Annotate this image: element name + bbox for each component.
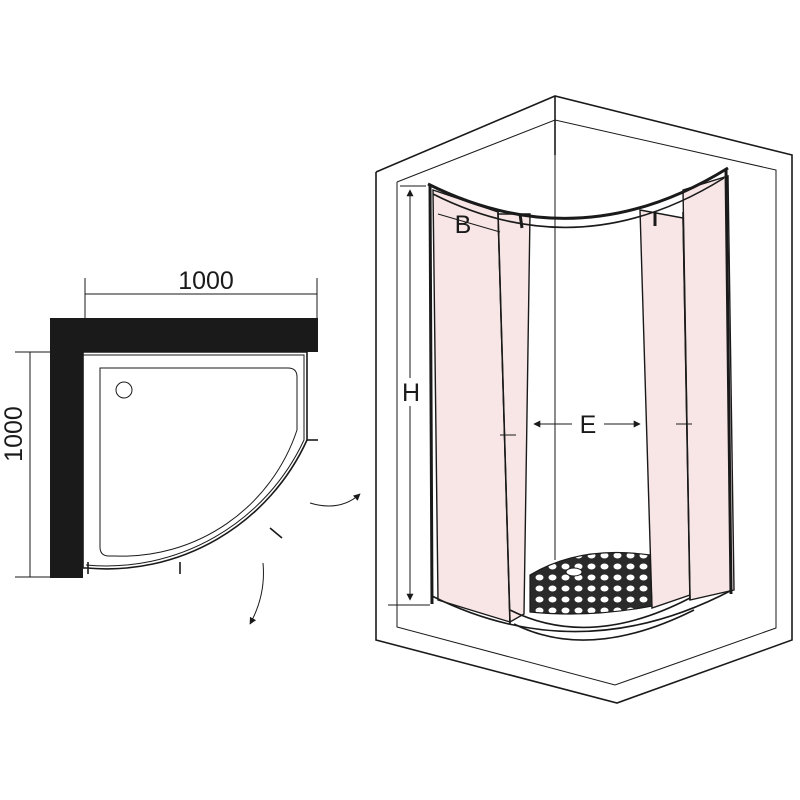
plan-drain-icon	[115, 381, 133, 399]
cabin-3d-view: B H E	[375, 95, 793, 704]
plan-width-dimension: 1000	[84, 267, 318, 318]
plan-walls	[50, 318, 318, 578]
plan-cabin-outline	[82, 351, 308, 570]
tray-drain-icon	[565, 567, 583, 577]
door-handles	[500, 212, 692, 436]
plan-width-label: 1000	[178, 267, 234, 295]
plan-door-markers	[87, 349, 318, 574]
plan-tray	[99, 367, 298, 557]
glass-door-right	[639, 209, 691, 609]
plan-depth-label: 1000	[0, 406, 28, 462]
cabin-box	[375, 95, 793, 704]
door-top-handle-left-icon	[518, 213, 524, 229]
dimension-e: E	[533, 411, 641, 439]
shower-tray	[509, 551, 695, 641]
dimension-h-label: H	[402, 379, 420, 407]
dimension-b: B	[437, 211, 501, 239]
dimension-b-label: B	[455, 211, 472, 239]
plan-swing-arrows	[249, 493, 361, 625]
dimension-e-label: E	[580, 411, 597, 439]
plan-depth-dimension: 1000	[0, 351, 50, 578]
glass-panels	[432, 175, 735, 624]
plan-view: 1000 1000	[0, 267, 361, 625]
cabin-frame	[427, 166, 733, 633]
dimension-h: H	[388, 185, 430, 606]
